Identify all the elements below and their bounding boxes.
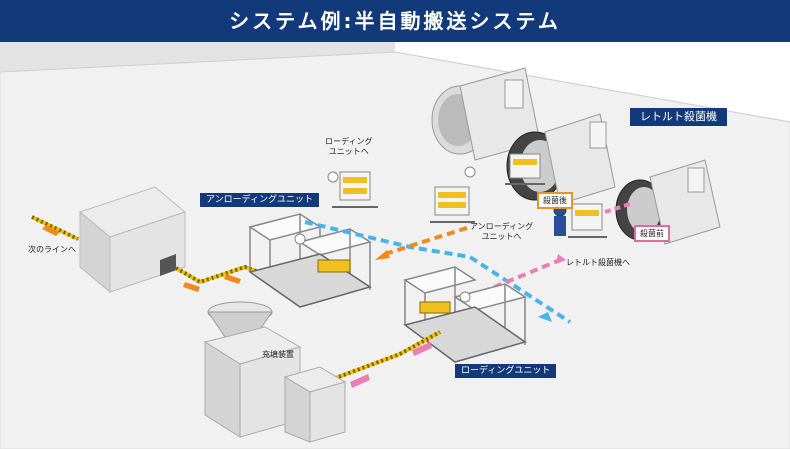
worker-top — [327, 171, 339, 183]
badge-loading-unit: ローディングユニット — [455, 364, 557, 378]
cart-middle — [430, 186, 475, 223]
blue-flow-line — [304, 220, 572, 324]
label-filling: 充填装置 — [262, 350, 294, 359]
cart-retort-exit — [505, 153, 545, 185]
loading-tray — [419, 301, 451, 314]
next-line-arrow — [42, 225, 60, 236]
pink-arrow-filling-2 — [412, 342, 432, 356]
pink-flow-to-retort — [604, 202, 631, 214]
pink-flow-arrow-up — [556, 254, 566, 264]
cart-before-retort — [568, 203, 607, 238]
unloading-robot-arm — [294, 233, 306, 245]
tunnel-machine — [78, 186, 187, 294]
badge-after: 殺菌後 — [537, 192, 573, 209]
loading-robot-arm — [459, 291, 471, 303]
badge-retort: レトルト殺菌機 — [630, 108, 727, 126]
conveyor-filling — [324, 330, 441, 384]
orange-flow-line — [384, 225, 471, 256]
badge-before: 殺菌前 — [634, 225, 670, 242]
cart-top — [332, 171, 378, 208]
label-next-line: 次のラインへ — [28, 245, 76, 254]
output-arrow-1 — [183, 282, 200, 292]
loading-unit — [403, 266, 527, 363]
scene-illustration — [0, 22, 790, 449]
unloading-tray — [317, 259, 351, 273]
label-to-loading-top: ローディング ユニットへ — [325, 137, 373, 156]
orange-flow-arrow — [375, 250, 390, 260]
page-title: システム例:半自動搬送システム — [229, 9, 561, 33]
badge-unloading-unit: アンローディングユニット — [200, 193, 320, 207]
blue-flow-arrow — [538, 312, 552, 322]
worker-middle — [464, 166, 476, 178]
label-to-retort: レトルト殺菌機へ — [566, 258, 630, 267]
pink-arrow-filling-1 — [350, 374, 370, 388]
label-to-unloading: アンローディング ユニットへ — [470, 222, 534, 241]
filling-machine — [203, 301, 347, 443]
scene: 次のラインへ 充填装置 ローディング ユニットへ アンローディング ユニットへ … — [0, 22, 790, 449]
output-arrow-2 — [224, 274, 241, 284]
conveyor-next-line — [31, 215, 79, 241]
title-bar — [0, 0, 790, 42]
